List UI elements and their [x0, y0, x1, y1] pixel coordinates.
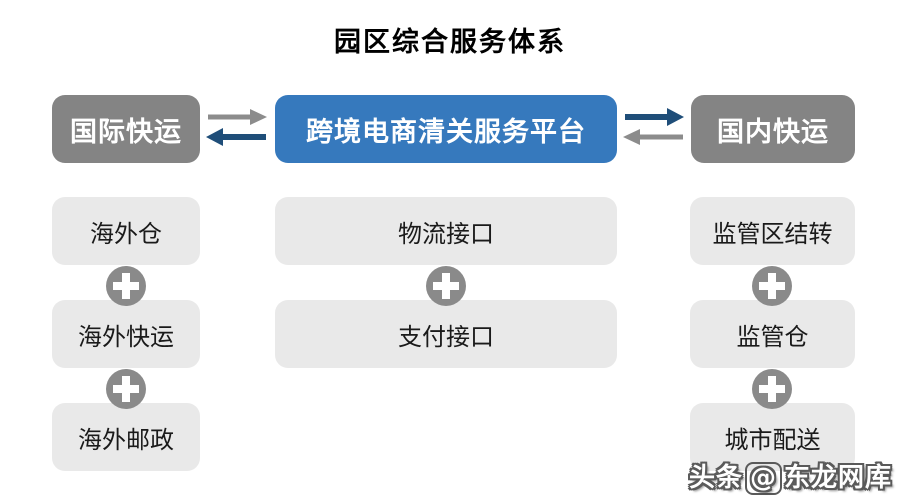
node-domestic-express: 国内快运 [691, 95, 855, 163]
bidirectional-arrows-left [206, 109, 267, 146]
plus-icon [752, 369, 792, 409]
box-overseas-express: 海外快运 [52, 300, 200, 368]
plus-icon [426, 266, 466, 306]
arrow-right-icon [625, 108, 684, 126]
bidirectional-arrows-right [623, 108, 684, 145]
at-badge-icon: @ [744, 462, 782, 495]
watermark-prefix: 头条 [688, 463, 743, 494]
node-clearance-platform: 跨境电商清关服务平台 [275, 95, 617, 163]
node-international-express: 国际快运 [52, 95, 200, 163]
plus-icon [752, 266, 792, 306]
diagram-title: 园区综合服务体系 [334, 27, 566, 58]
box-payment-interface: 支付接口 [275, 300, 617, 368]
arrow-right-icon [208, 109, 267, 125]
plus-icon [106, 369, 146, 409]
plus-icon [106, 266, 146, 306]
arrow-left-icon [206, 128, 266, 146]
box-logistics-interface: 物流接口 [275, 197, 617, 265]
arrow-left-icon [623, 129, 683, 145]
watermark-suffix: 东龙网库 [783, 463, 892, 494]
box-supervision-zone-transfer: 监管区结转 [690, 197, 855, 265]
box-overseas-warehouse: 海外仓 [52, 197, 200, 265]
watermark: 头条@东龙网库 [689, 457, 892, 495]
box-supervision-warehouse: 监管仓 [690, 300, 855, 368]
box-overseas-postal: 海外邮政 [52, 403, 200, 471]
box-city-delivery: 城市配送 [690, 403, 855, 471]
